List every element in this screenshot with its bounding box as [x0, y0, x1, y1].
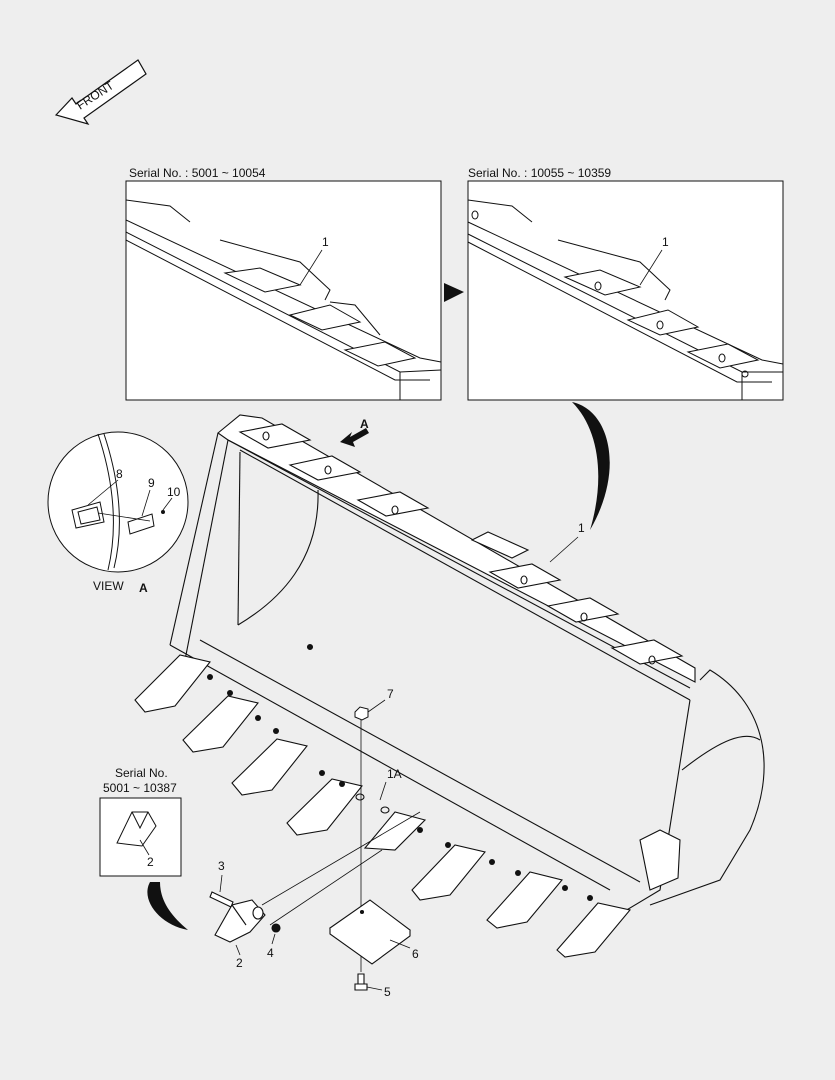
exploded-tooth-assembly: [209, 811, 421, 956]
inset-serial-5001-10054: Serial No. : 5001 ~ 10054 1: [125, 166, 442, 401]
front-arrow: FRONT: [54, 59, 147, 126]
callout-part-4: 4: [267, 946, 274, 960]
transition-triangle-icon: [444, 283, 464, 302]
serial-box-part-2: 2: [147, 855, 154, 869]
view-a-part-10: 10: [167, 485, 181, 499]
view-a-label: VIEW: [93, 579, 124, 593]
view-a-letter: A: [139, 581, 148, 595]
inset-2-part-label: 1: [662, 235, 669, 249]
serial-box-line2: 5001 ~ 10387: [103, 781, 177, 795]
inset-2-caption: Serial No. : 10055 ~ 10359: [468, 166, 611, 180]
callout-part-3: 3: [218, 859, 225, 873]
bolt-5: [354, 973, 383, 991]
serial-box-line1: Serial No.: [115, 766, 168, 780]
view-a-part-9: 9: [148, 476, 155, 490]
bucket-main: [134, 414, 765, 958]
inset-1-caption: Serial No. : 5001 ~ 10054: [129, 166, 266, 180]
callout-part-2: 2: [236, 956, 243, 970]
curved-arrow-left-icon: [147, 882, 188, 930]
inset-1-part-label: 1: [322, 235, 329, 249]
callout-part-1: 1: [578, 521, 585, 535]
view-a-part-8: 8: [116, 467, 123, 481]
callout-part-7: 7: [387, 687, 394, 701]
view-arrow-a: A: [340, 417, 369, 447]
curved-arrow-right-icon: [572, 402, 610, 530]
callout-part-1a: 1A: [387, 767, 402, 781]
serial-box: Serial No. 5001 ~ 10387 2: [99, 766, 182, 877]
view-arrow-letter: A: [360, 417, 369, 431]
inset-serial-10055-10359: Serial No. : 10055 ~ 10359 1: [467, 166, 784, 401]
nut-7: 7: [354, 687, 394, 721]
wear-plate-6: [329, 899, 411, 965]
callout-part-6: 6: [412, 947, 419, 961]
view-a-detail: 8 9 10 VIEW A: [47, 431, 189, 595]
callout-part-5: 5: [384, 985, 391, 999]
